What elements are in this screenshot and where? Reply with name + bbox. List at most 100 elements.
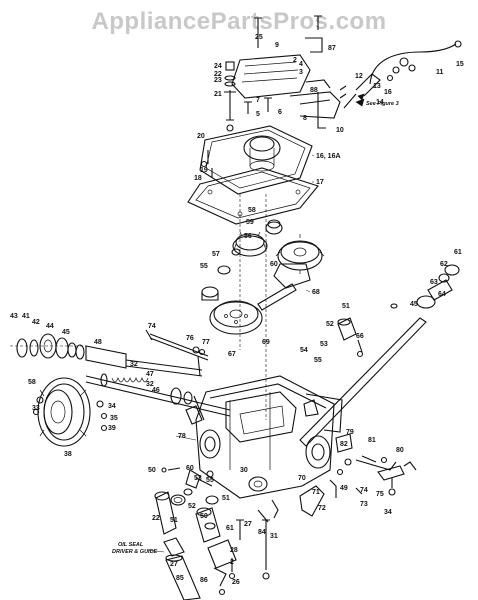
part-label: 26 (232, 579, 240, 586)
oil-seal-line2: DRIVER & GUIDE (112, 549, 158, 555)
watermark-text: AppliancePartsPros.com (91, 8, 387, 35)
part-label: 4 (299, 61, 303, 68)
part-label: 2 (230, 559, 234, 566)
part-label: 2 (293, 57, 297, 64)
part-label: 67 (228, 351, 236, 358)
right-rollers-and-shaft (299, 264, 460, 447)
part-label: 59 (246, 219, 254, 226)
cover-and-gasket (187, 125, 319, 225)
part-label: 27 (244, 521, 252, 528)
part-label: 22 (152, 515, 160, 522)
part-label: 50 (148, 467, 156, 474)
part-label: 76 (186, 335, 194, 342)
part-label: 71 (312, 489, 320, 496)
part-label: 46 (152, 387, 160, 394)
part-label: 42 (32, 319, 40, 326)
part-label: 32 (146, 381, 154, 388)
part-label: 5 (256, 111, 260, 118)
see-figure-note: See Figure 3 (355, 98, 399, 107)
part-label: 51 (170, 517, 178, 524)
left-shaft-assembly (10, 333, 231, 417)
part-label: 61 (454, 249, 462, 256)
part-label: 78 (178, 433, 186, 440)
part-label: 43 (10, 313, 18, 320)
part-label: 52 (326, 321, 334, 328)
part-label: 38 (64, 451, 72, 458)
part-label: 84 (258, 529, 266, 536)
part-label: 54 (300, 347, 308, 354)
part-label: 85 (176, 575, 184, 582)
part-label: 60 (186, 465, 194, 472)
part-label: 19 (200, 167, 208, 174)
part-label: 17 (316, 179, 324, 186)
part-label: 45 (62, 329, 70, 336)
part-label: 69 (262, 339, 270, 346)
part-label: 77 (202, 339, 210, 346)
part-label: 55 (206, 477, 214, 484)
part-label: 81 (368, 437, 376, 444)
part-label: 3 (299, 69, 303, 76)
part-label: 79 (346, 429, 354, 436)
part-label: 51 (222, 495, 230, 502)
bottom-parts (154, 467, 279, 600)
part-label: 80 (396, 447, 404, 454)
part-label: 70 (298, 475, 306, 482)
part-label: 82 (340, 441, 348, 448)
part-label: 10 (336, 127, 344, 134)
part-label: 62 (440, 261, 448, 268)
part-label: 23 (214, 77, 222, 84)
part-label: 15 (456, 61, 464, 68)
gear-cluster (201, 194, 325, 420)
oil-seal-note: OIL SEAL DRIVER & GUIDE (112, 542, 165, 555)
part-label: 51 (342, 303, 350, 310)
part-label: 86 (200, 577, 208, 584)
part-label: 47 (146, 371, 154, 378)
part-label: 18 (194, 175, 202, 182)
part-label: 28 (230, 547, 238, 554)
part-label: 24 (214, 63, 222, 70)
part-label: 16 (384, 89, 392, 96)
part-label: 41 (22, 313, 30, 320)
part-label: 48 (94, 339, 102, 346)
part-label: 13 (373, 83, 381, 90)
part-label: 57 (212, 251, 220, 258)
part-label: 6 (278, 109, 282, 116)
part-label: 21 (214, 91, 222, 98)
part-label: 50 (200, 513, 208, 520)
part-label: 44 (46, 323, 54, 330)
part-label: 31 (270, 533, 278, 540)
part-label: 25 (255, 34, 263, 41)
part-label: 74 (360, 487, 368, 494)
part-label: 68 (312, 289, 320, 296)
part-label: 49 (340, 485, 348, 492)
oil-seal-line1: OIL SEAL (118, 542, 144, 548)
part-label: 22 (214, 71, 222, 78)
part-label: 32 (130, 361, 138, 368)
part-label: 66 (356, 333, 364, 340)
part-label: 60 (270, 261, 278, 268)
right-linkage (299, 433, 417, 517)
transmission-housing (145, 329, 343, 499)
differential-assembly (32, 377, 108, 447)
part-label: 55 (314, 357, 322, 364)
part-label: 53 (320, 341, 328, 348)
part-label: 8 (303, 115, 307, 122)
part-label: 73 (360, 501, 368, 508)
part-label: 52 (188, 503, 196, 510)
part-label: 88 (310, 87, 318, 94)
part-label: 27 (170, 561, 178, 568)
part-label: 58 (28, 379, 36, 386)
part-label: 75 (376, 491, 384, 498)
shift-bracket-assembly (224, 15, 462, 132)
part-label: 72 (318, 505, 326, 512)
part-label: 16, 16A (316, 153, 341, 160)
part-label: 35 (110, 415, 118, 422)
part-label: 14 (376, 99, 384, 106)
part-label: 45 (410, 301, 418, 308)
part-label: 87 (328, 45, 336, 52)
part-label: 11 (436, 69, 444, 76)
part-label: 55 (200, 263, 208, 270)
part-label: 7 (256, 97, 260, 104)
